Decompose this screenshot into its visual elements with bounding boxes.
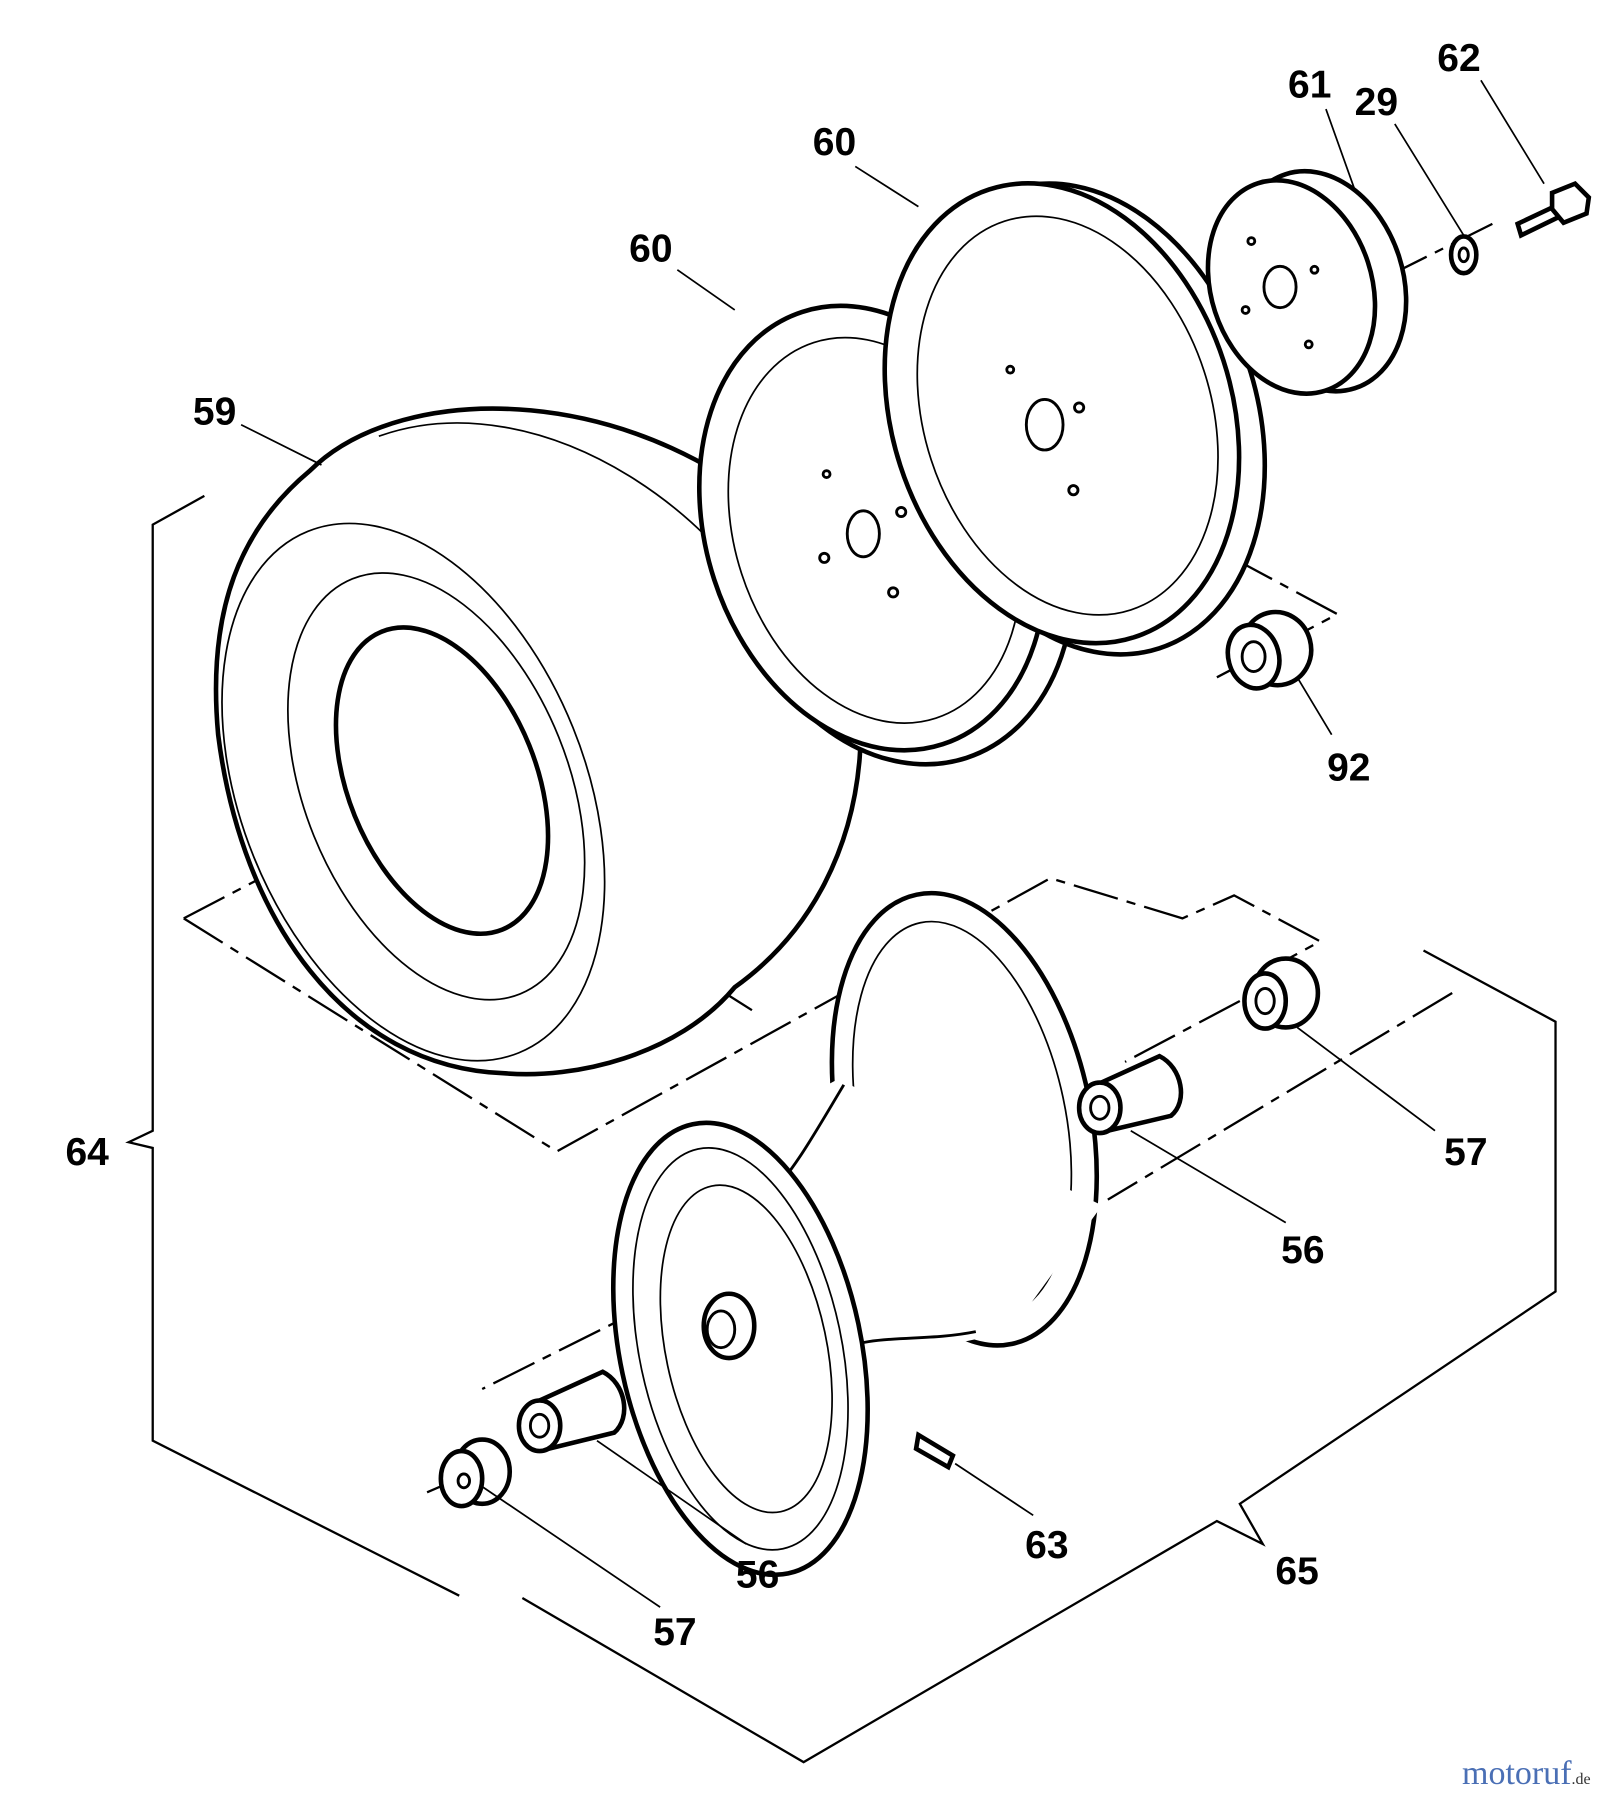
callout-60-front[interactable]: 60 (629, 228, 672, 271)
callout-61[interactable]: 61 (1288, 64, 1331, 107)
valve-stem (913, 1431, 956, 1471)
washer (1448, 234, 1479, 276)
callout-56-left[interactable]: 56 (736, 1554, 779, 1597)
callout-65[interactable]: 65 (1275, 1550, 1318, 1593)
callout-64[interactable]: 64 (65, 1131, 109, 1174)
callout-57-right[interactable]: 57 (1444, 1131, 1487, 1174)
bushing-right (1242, 956, 1321, 1031)
bearing-right (1076, 1053, 1184, 1136)
bearing-left (516, 1369, 627, 1454)
wheel-rim (610, 890, 1103, 1578)
bolt (1514, 180, 1592, 239)
watermark-brand: motoruf (1462, 1755, 1572, 1792)
callout-92[interactable]: 92 (1327, 747, 1370, 790)
callout-63[interactable]: 63 (1025, 1524, 1068, 1567)
bracket-65 (521, 949, 1557, 1764)
leader-lines (240, 79, 1545, 1608)
watermark-suffix: .de (1571, 1771, 1591, 1788)
bushing-left (438, 1437, 513, 1509)
callout-57-left[interactable]: 57 (653, 1611, 696, 1654)
bracket-64 (125, 494, 460, 1597)
wheel-half-rear (882, 181, 1268, 657)
callout-59[interactable]: 59 (193, 391, 236, 434)
callout-56-right[interactable]: 56 (1281, 1229, 1324, 1272)
callout-60-rear[interactable]: 60 (813, 121, 856, 164)
hub-cap (1205, 168, 1409, 396)
bearing-upper (1225, 609, 1314, 691)
watermark-logo: motoruf.de (1462, 1755, 1591, 1793)
callout-29[interactable]: 29 (1355, 81, 1398, 124)
callout-62[interactable]: 62 (1437, 37, 1480, 80)
